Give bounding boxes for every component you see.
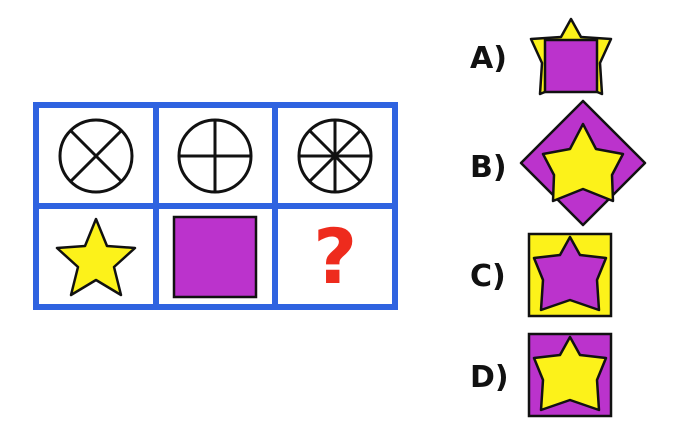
yellow-star-icon: [55, 217, 137, 296]
grid-cell-circle-spokes: [278, 108, 392, 203]
purple-square-icon: [173, 215, 258, 298]
grid-cell-question: ?: [278, 209, 392, 304]
circle-cross-icon: [177, 118, 253, 193]
grid-cell-square: [158, 209, 273, 304]
star-in-diamond-icon[interactable]: [518, 98, 648, 228]
yellow-star-in-purple-square-icon[interactable]: [527, 332, 613, 418]
circle-eight-spokes-icon: [297, 118, 373, 193]
grid-cell-star: [39, 209, 153, 304]
puzzle-grid: ?: [33, 102, 398, 310]
circle-x-icon: [58, 118, 134, 193]
grid-cell-circle-cross: [158, 108, 273, 203]
star-behind-square-icon[interactable]: [528, 17, 614, 97]
grid-cell-circle-x: [39, 108, 153, 203]
option-d-label[interactable]: D): [470, 360, 509, 395]
question-mark-icon: ?: [313, 211, 358, 301]
option-c-label[interactable]: C): [470, 259, 506, 294]
purple-star-in-yellow-square-icon[interactable]: [527, 232, 613, 318]
option-b-label[interactable]: B): [470, 150, 507, 185]
option-a-label[interactable]: A): [470, 41, 507, 76]
